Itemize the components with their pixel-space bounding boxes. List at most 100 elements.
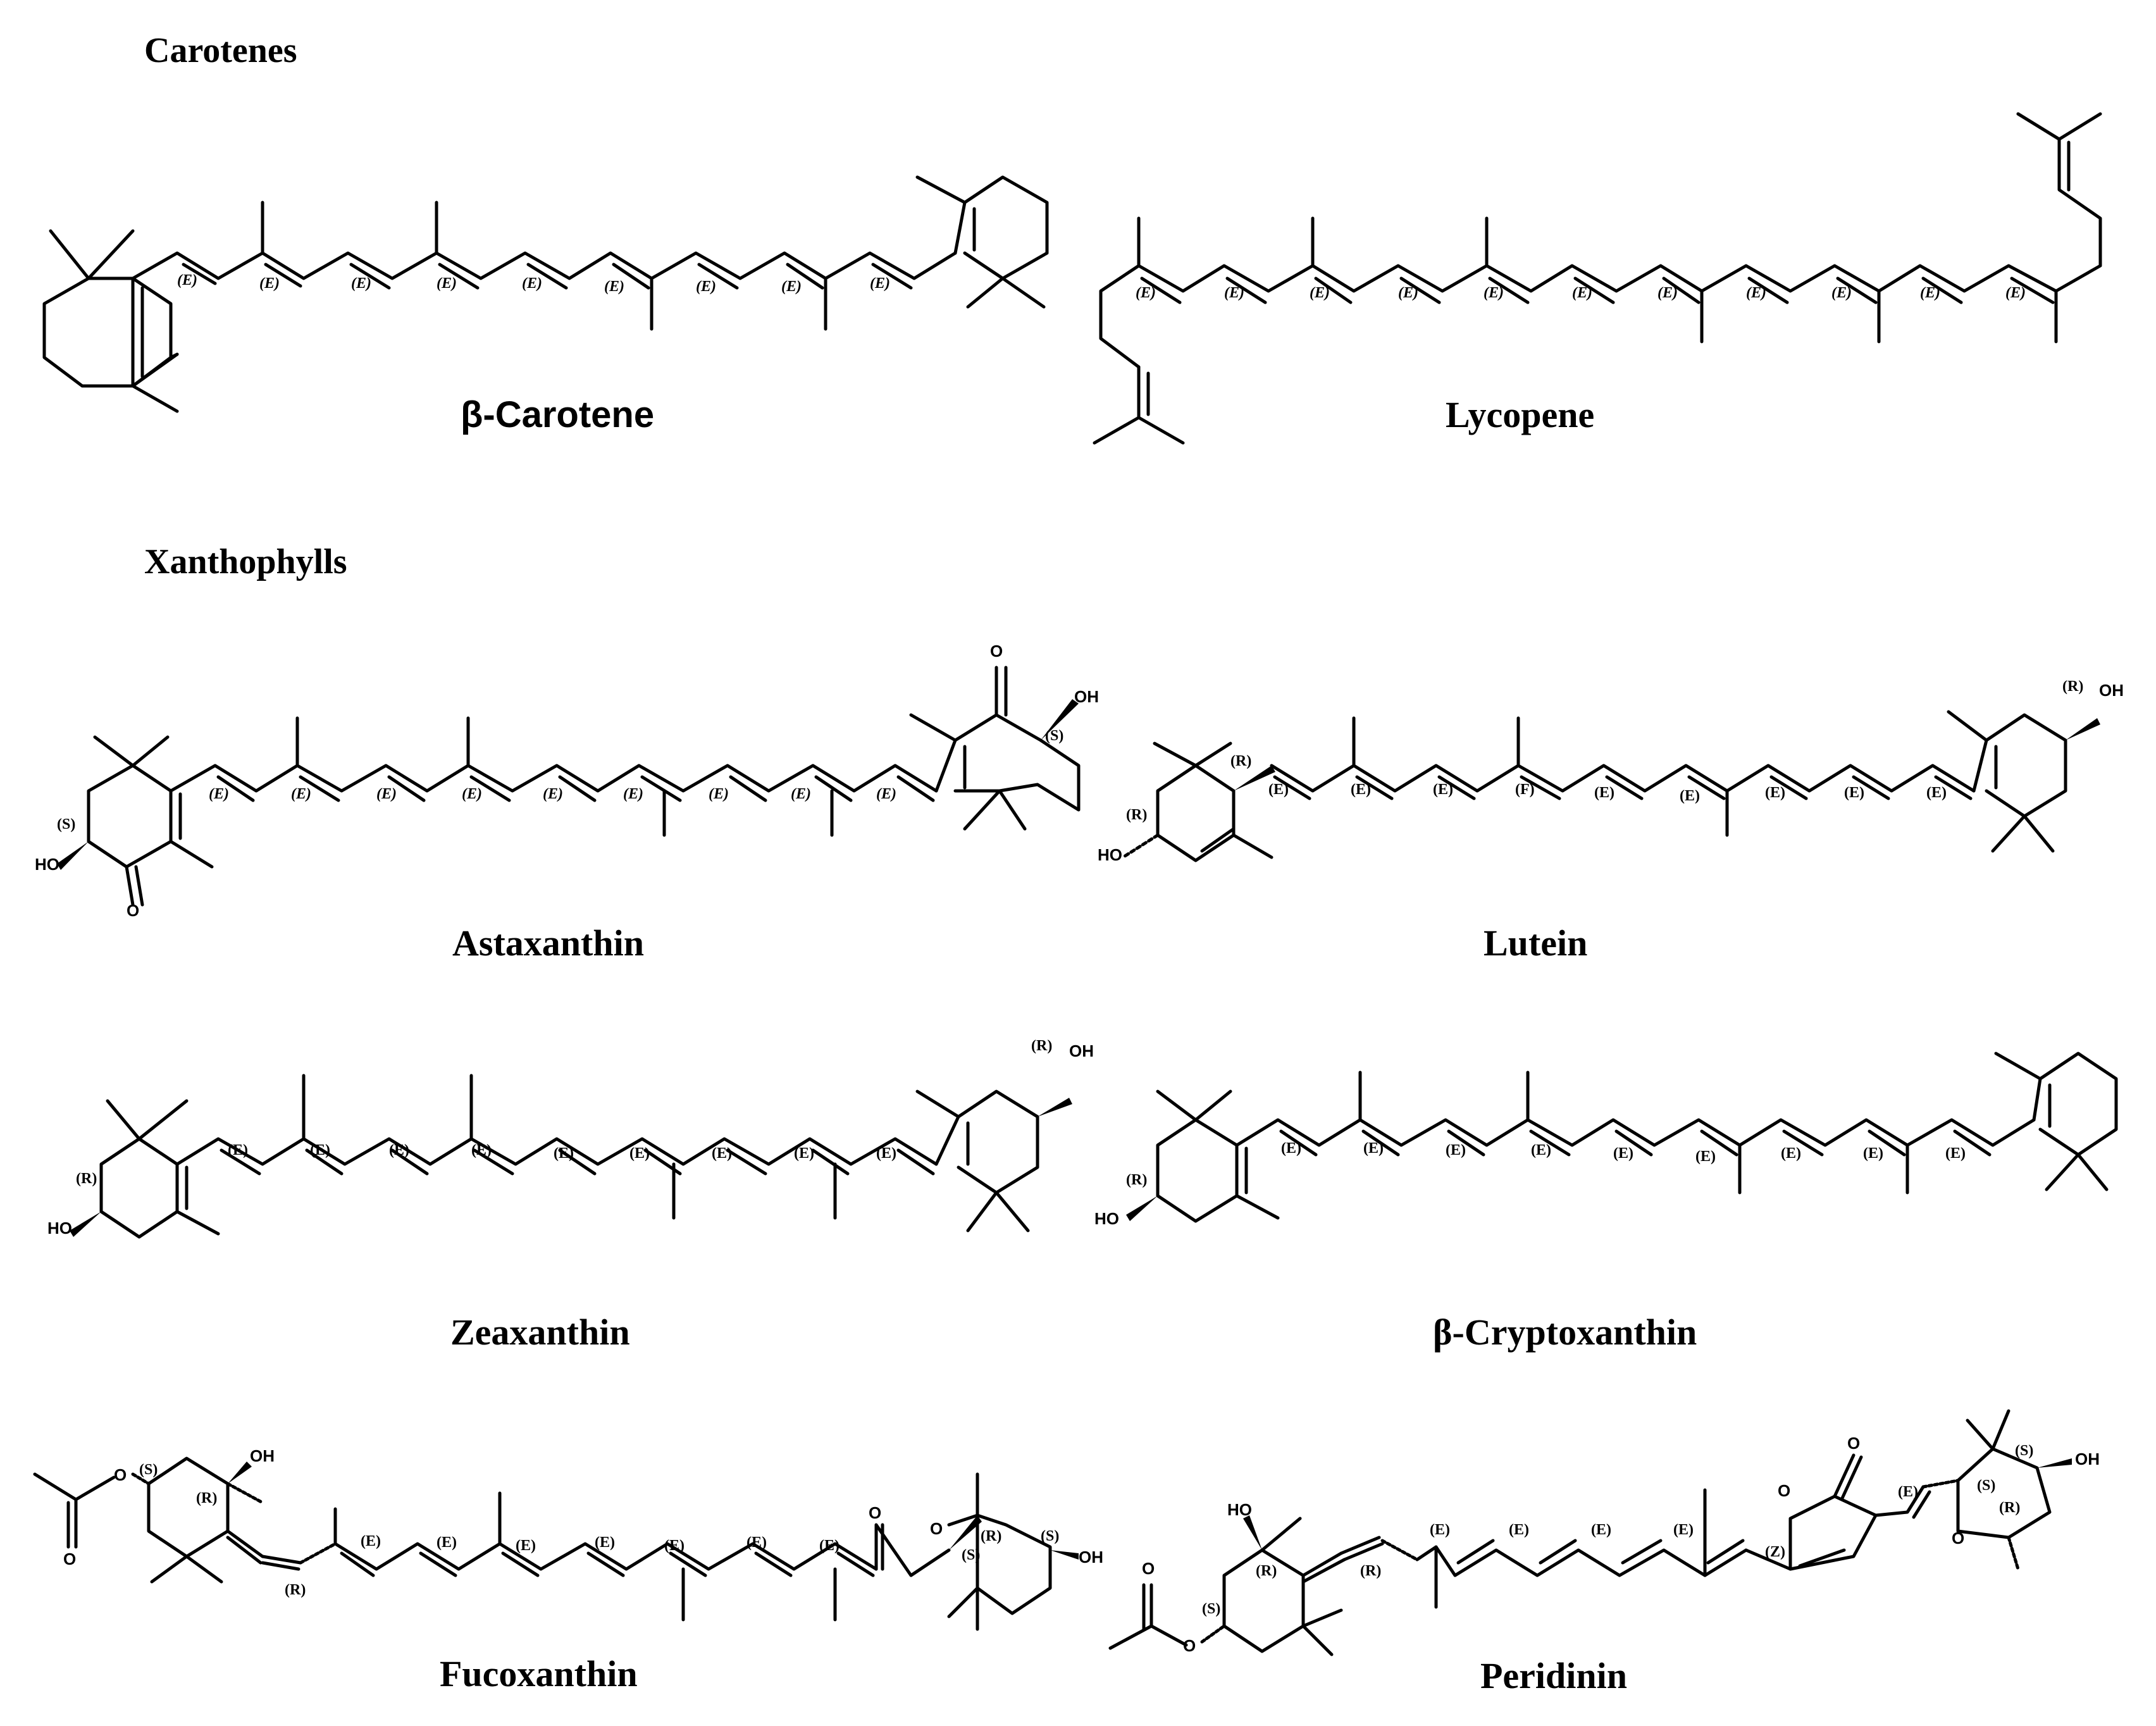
svg-text:(R): (R) (1360, 1563, 1381, 1579)
svg-text:(E): (E) (554, 1145, 574, 1162)
svg-text:(E): (E) (1310, 285, 1330, 301)
svg-text:(E): (E) (1673, 1522, 1694, 1538)
svg-text:(E): (E) (1746, 285, 1766, 301)
svg-text:(E): (E) (595, 1534, 615, 1551)
svg-text:(E): (E) (462, 786, 482, 802)
svg-text:(E): (E) (1781, 1145, 1801, 1162)
svg-text:O: O (990, 642, 1003, 661)
svg-text:(S): (S) (2015, 1443, 2033, 1459)
svg-text:(E): (E) (1136, 285, 1156, 301)
svg-text:(S): (S) (1041, 1528, 1059, 1544)
svg-text:(R): (R) (76, 1170, 97, 1187)
svg-text:(E): (E) (870, 275, 890, 292)
svg-text:O: O (63, 1549, 76, 1568)
svg-text:O: O (1847, 1434, 1860, 1453)
svg-text:(E): (E) (361, 1533, 381, 1549)
svg-text:(R): (R) (1126, 1172, 1147, 1188)
svg-text:(E): (E) (664, 1537, 685, 1554)
zeaxanthin-structure: HO (R) OH (R) (E) (E) (E) (E) (E) (E) (E… (47, 1038, 1094, 1239)
svg-text:(E): (E) (629, 1145, 650, 1162)
svg-text:(E): (E) (1572, 285, 1592, 301)
svg-text:O: O (1778, 1481, 1790, 1500)
svg-text:O: O (930, 1519, 943, 1538)
fucoxanthin-structure: O O (S) OH (R) (R) O O (33, 1446, 1103, 1631)
svg-text:(E): (E) (471, 1142, 492, 1158)
svg-text:(E): (E) (1695, 1148, 1716, 1165)
svg-text:(E): (E) (747, 1534, 767, 1551)
svg-text:(E): (E) (228, 1142, 248, 1158)
lutein-stereo-label: (E) (1351, 781, 1371, 798)
compound-name-zeaxanthin: Zeaxanthin (450, 1312, 630, 1353)
svg-text:(E): (E) (794, 1145, 814, 1162)
svg-text:(E): (E) (209, 786, 229, 802)
svg-text:(E): (E) (291, 786, 311, 802)
svg-text:(S): (S) (139, 1462, 158, 1478)
svg-text:(E): (E) (1945, 1145, 1966, 1162)
svg-text:(E): (E) (791, 786, 811, 802)
lutein-stereo-label: (E) (1926, 785, 1947, 801)
svg-text:(E): (E) (623, 786, 643, 802)
svg-text:(E): (E) (696, 278, 716, 295)
svg-text:(E): (E) (1363, 1140, 1384, 1157)
svg-text:(E): (E) (1509, 1522, 1529, 1538)
svg-text:(E): (E) (1224, 285, 1244, 301)
svg-text:OH: OH (1079, 1548, 1103, 1567)
svg-text:(E): (E) (351, 275, 371, 292)
svg-text:(S): (S) (1977, 1477, 1995, 1494)
svg-text:(E): (E) (781, 278, 802, 295)
lutein-stereo-label: (E) (1594, 785, 1614, 801)
svg-text:O: O (869, 1503, 881, 1522)
svg-text:(E): (E) (310, 1142, 330, 1158)
beta-carotene-structure: (E) (E) (E) (E) (E) (E) (E) (E) (E) (42, 175, 1049, 413)
svg-text:(E): (E) (1484, 285, 1504, 301)
svg-text:(E): (E) (604, 278, 624, 295)
compound-name-beta-cryptoxanthin: β-Cryptoxanthin (1433, 1312, 1697, 1353)
svg-text:O: O (1183, 1636, 1196, 1655)
svg-text:(E): (E) (1613, 1145, 1633, 1162)
svg-text:(E): (E) (1398, 285, 1418, 301)
svg-text:OH: OH (2075, 1450, 2100, 1468)
svg-text:OH: OH (1069, 1041, 1094, 1060)
svg-text:(R): (R) (2062, 678, 2083, 695)
svg-text:HO: HO (47, 1219, 72, 1238)
svg-text:(E): (E) (1831, 285, 1852, 301)
lutein-stereo-label: (E) (1268, 781, 1289, 798)
svg-text:(R): (R) (1230, 753, 1251, 769)
svg-text:(Z): (Z) (1765, 1544, 1785, 1560)
lutein-stereo-label: (E) (1844, 785, 1864, 801)
svg-text:OH: OH (2099, 681, 2124, 700)
svg-text:(R): (R) (981, 1528, 1001, 1544)
svg-text:O: O (1952, 1529, 1964, 1548)
svg-text:(S): (S) (1045, 728, 1063, 744)
astaxanthin-structure: HO O (S) O OH (S) (E) (E) (E) (E) (E) (E… (35, 642, 1099, 920)
svg-text:(E): (E) (876, 1145, 896, 1162)
section-header-carotenes: Carotenes (144, 31, 297, 70)
compound-name-fucoxanthin: Fucoxanthin (440, 1653, 638, 1694)
lutein-structure: HO (R) (R) OH (R) (1098, 678, 2124, 864)
svg-text:(R): (R) (1031, 1038, 1052, 1054)
svg-text:(R): (R) (1999, 1499, 2020, 1516)
peridinin-structure: O O (S) HO (R) (R) O O (Z) (E) (1108, 1409, 2100, 1656)
svg-text:(E): (E) (1281, 1140, 1301, 1157)
section-header-xanthophylls: Xanthophylls (144, 542, 347, 581)
lutein-stereo-label: (E) (1765, 785, 1785, 801)
svg-text:HO: HO (1227, 1500, 1252, 1519)
svg-text:(R): (R) (196, 1490, 217, 1506)
svg-text:(E): (E) (177, 272, 197, 289)
lycopene-structure: (E) (E) (E) (E) (E) (E) (E) (E) (E) (E) … (1093, 112, 2102, 445)
lutein-stereo-label: (E) (1680, 788, 1700, 804)
svg-text:O: O (1142, 1559, 1155, 1578)
svg-text:(E): (E) (1531, 1142, 1551, 1158)
svg-text:(E): (E) (516, 1537, 536, 1554)
lutein-stereo-label: (E) (1433, 781, 1453, 798)
lutein-stereo-labels: (E)(E)(E)(F)(E)(E)(E)(E)(E) (1268, 781, 1947, 804)
svg-text:O: O (114, 1465, 127, 1484)
svg-text:HO: HO (35, 855, 59, 874)
compound-name-peridinin: Peridinin (1480, 1655, 1627, 1696)
svg-text:(E): (E) (376, 786, 397, 802)
svg-text:OH: OH (1074, 687, 1099, 706)
svg-text:(E): (E) (1863, 1145, 1883, 1162)
svg-text:(R): (R) (285, 1582, 306, 1598)
svg-text:(R): (R) (1126, 807, 1147, 823)
svg-text:(E): (E) (1430, 1522, 1450, 1538)
